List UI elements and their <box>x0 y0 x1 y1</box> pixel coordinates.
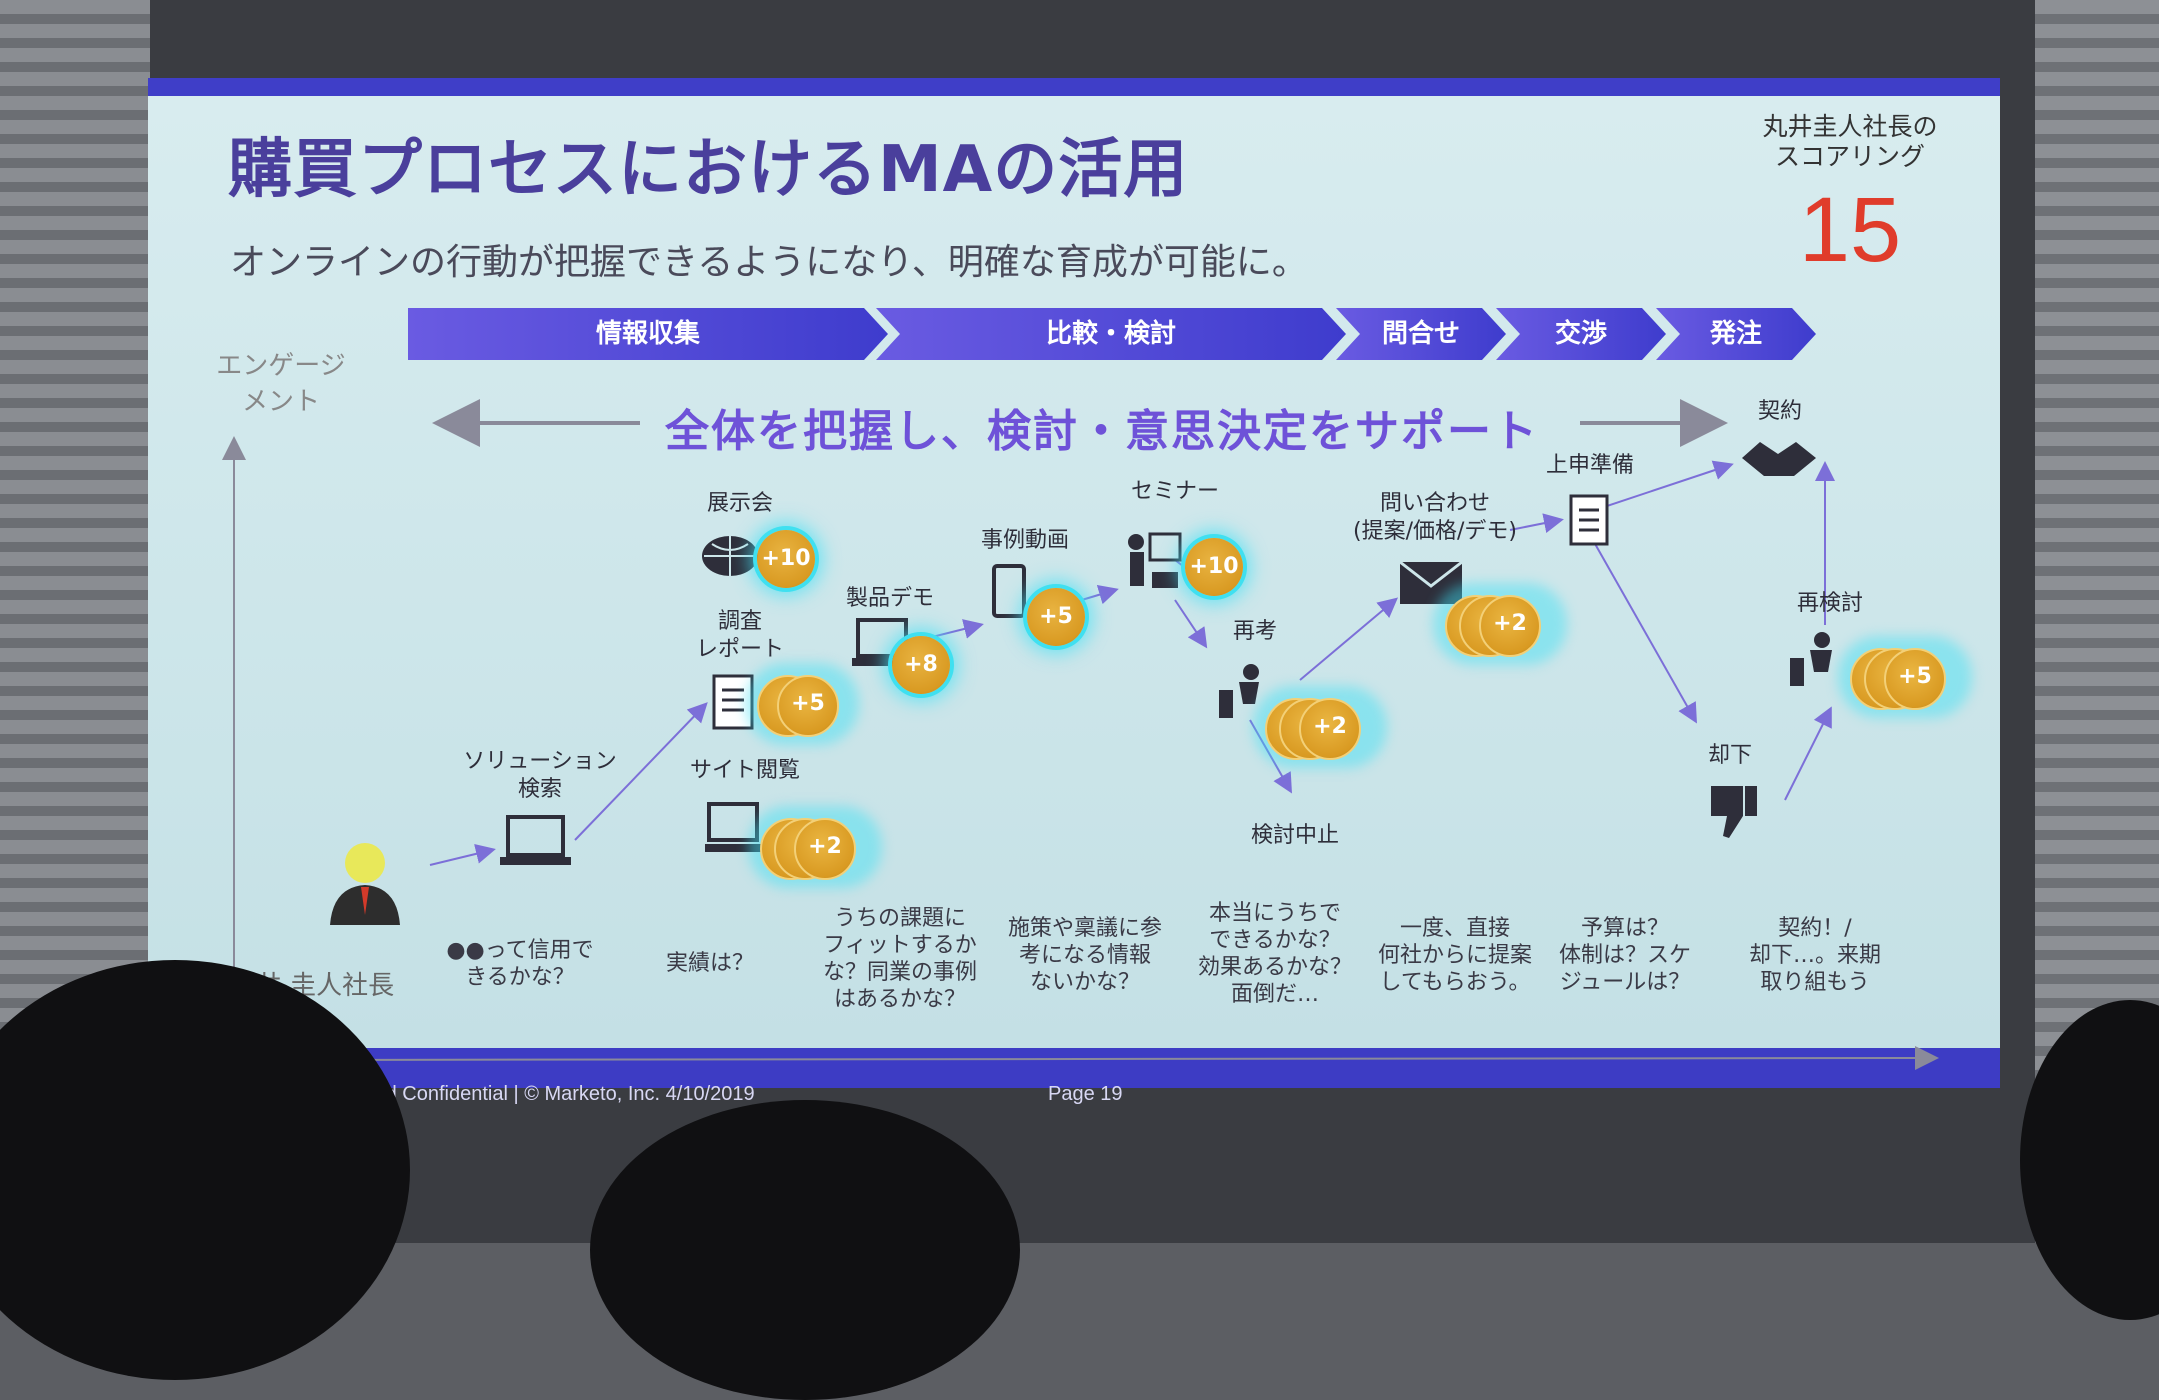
score-label: 丸井圭人社長の スコアリング <box>1762 112 1938 171</box>
score-value-research-report: +5 <box>777 675 839 737</box>
score-coin-inquiry: +2 <box>1433 583 1567 665</box>
question-track-record: 実績は？ <box>665 951 754 976</box>
slide-title: 購買プロセスにおけるMAの活用 <box>228 133 1189 207</box>
x-axis <box>233 1046 1939 1071</box>
question-reference-info: 施策や稟議に参 考になる情報 ないかな？ <box>1007 916 1162 995</box>
node-solution-search: ソリューション 検索 <box>463 749 617 802</box>
score-coin-seminar: +10 <box>1185 538 1243 596</box>
laptop-icon <box>498 815 573 874</box>
stage-comparison: 比較・検討 <box>876 308 1346 360</box>
support-banner: 全体を把握し、検討・意思決定をサポート <box>665 406 1539 457</box>
node-stop-evaluating: 検討中止 <box>1250 823 1339 848</box>
score-value-reconsider: +2 <box>1299 698 1361 760</box>
score-value-site-browse: +2 <box>794 818 856 880</box>
stage-information-gathering: 情報収集 <box>408 308 888 360</box>
footer-confidential: ary and Confidential | © Marketo, Inc. 4… <box>330 1083 755 1105</box>
node-exhibition: 展示会 <box>706 491 773 516</box>
score-coin-case-video: +5 <box>1027 588 1085 646</box>
monitor-icon <box>705 800 765 860</box>
score-value-inquiry: +2 <box>1479 595 1541 657</box>
score-coin-exhibition: +10 <box>757 530 815 588</box>
presenter-icon <box>1122 528 1184 598</box>
stage-order: 発注 <box>1656 308 1816 360</box>
thumbs-down-icon <box>1705 782 1761 846</box>
document-icon <box>710 672 760 738</box>
score-coin-product-demo: +8 <box>892 636 950 694</box>
question-trust: ●●って信用で きるかな？ <box>446 938 594 990</box>
stage-negotiation: 交渉 <box>1496 308 1666 360</box>
handshake-icon <box>1738 430 1820 486</box>
audience-head-center <box>590 1100 1020 1400</box>
footer-page-number: Page 19 <box>1048 1083 1123 1105</box>
score-coin-re-evaluate: +5 <box>1838 636 1972 718</box>
thinking-person-icon <box>1215 660 1273 724</box>
laptop-demo-icon <box>850 618 915 677</box>
slide-subtitle: オンラインの行動が把握できるようになり、明確な育成が可能に。 <box>230 242 1308 283</box>
question-feasibility: 本当にうちで できるかな？ 効果あるかな？ 面倒だ… <box>1197 901 1352 1007</box>
tablet-video-icon <box>990 562 1030 626</box>
diagram-connectors <box>222 399 1939 1071</box>
question-proposal: 一度、直接 何社からに提案 してもらおう。 <box>1377 916 1532 995</box>
slide <box>148 78 2000 1088</box>
node-seminar: セミナー <box>1130 479 1219 504</box>
node-rejected: 却下 <box>1707 743 1752 768</box>
report-document-icon <box>1565 490 1615 554</box>
node-research-report: 調査 レポート <box>695 609 784 662</box>
score-coin-research-report: +5 <box>745 663 859 745</box>
node-re-evaluate: 再検討 <box>1796 591 1863 616</box>
node-contract: 契約 <box>1757 399 1802 424</box>
re-evaluate-person-icon <box>1788 628 1846 692</box>
node-site-browse: サイト閲覧 <box>689 758 800 783</box>
globe-icon <box>700 528 760 582</box>
score-value-re-evaluate: +5 <box>1884 648 1946 710</box>
question-fit: うちの課題に フィットするか な？同業の事例 はあるかな？ <box>822 906 977 1012</box>
node-inquiry: 問い合わせ (提案/価格/デモ) <box>1353 491 1517 544</box>
node-approval-prep: 上申準備 <box>1545 453 1634 478</box>
persona-avatar-icon <box>325 835 405 925</box>
stage-inquiry: 問合せ <box>1336 308 1506 360</box>
node-case-video: 事例動画 <box>980 528 1069 553</box>
node-product-demo: 製品デモ <box>845 586 934 611</box>
question-budget: 予算は？ 体制は？スケ ジュールは？ <box>1558 916 1691 995</box>
question-decision: 契約！/ 却下…。来期 取り組もう <box>1748 916 1881 995</box>
score-value: 15 <box>1798 179 1902 281</box>
node-reconsider: 再考 <box>1232 619 1277 644</box>
y-axis-label: エンゲージ メント <box>216 351 346 417</box>
envelope-icon <box>1398 560 1464 610</box>
score-coin-reconsider: +2 <box>1253 686 1387 768</box>
score-coin-site-browse: +2 <box>748 806 882 888</box>
